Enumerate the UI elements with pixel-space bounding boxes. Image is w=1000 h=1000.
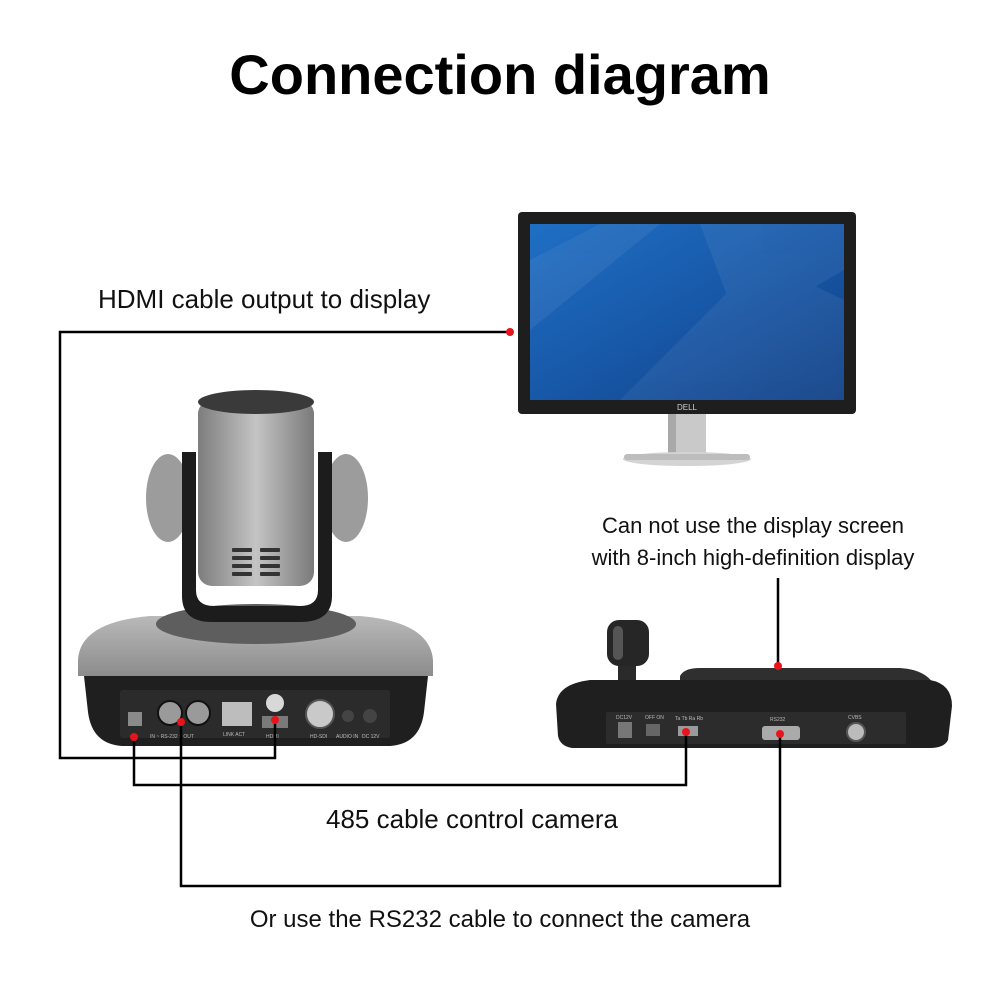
ptz-camera: IN ~ RS-232 ~ OUT LINK ACT HDMI HD-SDI A… [78,390,433,746]
camera-sdi-port [305,699,335,729]
camera-rs485-port [128,712,142,726]
camera-port-label-hdmi: HDMI [266,734,279,740]
screen-note-line2: with 8-inch high-definition display [591,545,915,570]
screen-pattern [530,224,844,400]
dot-keyboard-screen [774,662,782,670]
monitor: DELL [518,212,856,466]
control-keyboard: DC12V OFF ON Ta Tb Ra Rb RS232 CVBS [556,620,952,748]
rs485-cable-label: 485 cable control camera [326,804,618,834]
screen-note-label: Can not use the display screen with 8-in… [560,510,946,574]
monitor-foot-bar [624,454,750,460]
rs485-cable-line [132,732,688,787]
rs232-cable-line [179,722,782,888]
camera-port-label-audio: AUDIO IN [336,734,359,740]
rs232-cable-label: Or use the RS232 cable to connect the ca… [249,906,751,933]
keyboard-port-label-power: OFF ON [645,715,664,721]
camera-yoke [182,452,332,622]
camera-port-label-sdi: HD-SDI [310,734,327,740]
keyboard-port-label-cvbs: CVBS [848,715,862,721]
camera-dc-port [363,709,377,723]
screen-note-line1: Can not use the display screen [601,513,905,538]
connection-lines [58,330,782,888]
camera-port-label-dc: DC 12V [362,734,380,740]
camera-port-label-rs: IN ~ RS-232 ~ OUT [150,734,194,740]
hdmi-cable-label: HDMI cable output to display [98,284,431,314]
camera-hdmi-knob [266,694,284,712]
keyboard-power-switch [646,724,660,736]
dot-keyboard-rs232 [776,730,784,738]
hdmi-cable-line [58,330,510,760]
keyboard-cvbs-port [846,722,866,742]
camera-right-ear [324,454,368,542]
monitor-screen [530,224,844,400]
camera-lens-top [198,390,314,414]
camera-head [198,400,314,586]
monitor-brand: DELL [677,403,698,412]
camera-vents [232,548,280,576]
keyboard-port-label-485: Ta Tb Ra Rb [675,716,703,722]
camera-audio-port [342,710,354,722]
keyboard-port-label-dc: DC12V [616,715,633,721]
camera-port-label-lan: LINK ACT [223,732,245,738]
dot-camera-hdmi [271,716,279,724]
joystick-knob-shine [613,626,623,660]
camera-left-ear [146,454,190,542]
dot-camera-rs485 [130,733,138,741]
camera-lan-port [222,702,252,726]
dot-monitor-hdmi [506,328,514,336]
dot-camera-rs232 [177,718,185,726]
camera-rs232-in-port [157,700,183,726]
connection-dots [130,328,784,741]
dot-keyboard-rs485 [682,728,690,736]
monitor-neck-shade [668,414,676,454]
keyboard-dc-port [618,722,632,738]
camera-rs232-out-port [185,700,211,726]
page-title: Connection diagram [229,43,771,106]
keyboard-port-label-232: RS232 [770,717,786,723]
